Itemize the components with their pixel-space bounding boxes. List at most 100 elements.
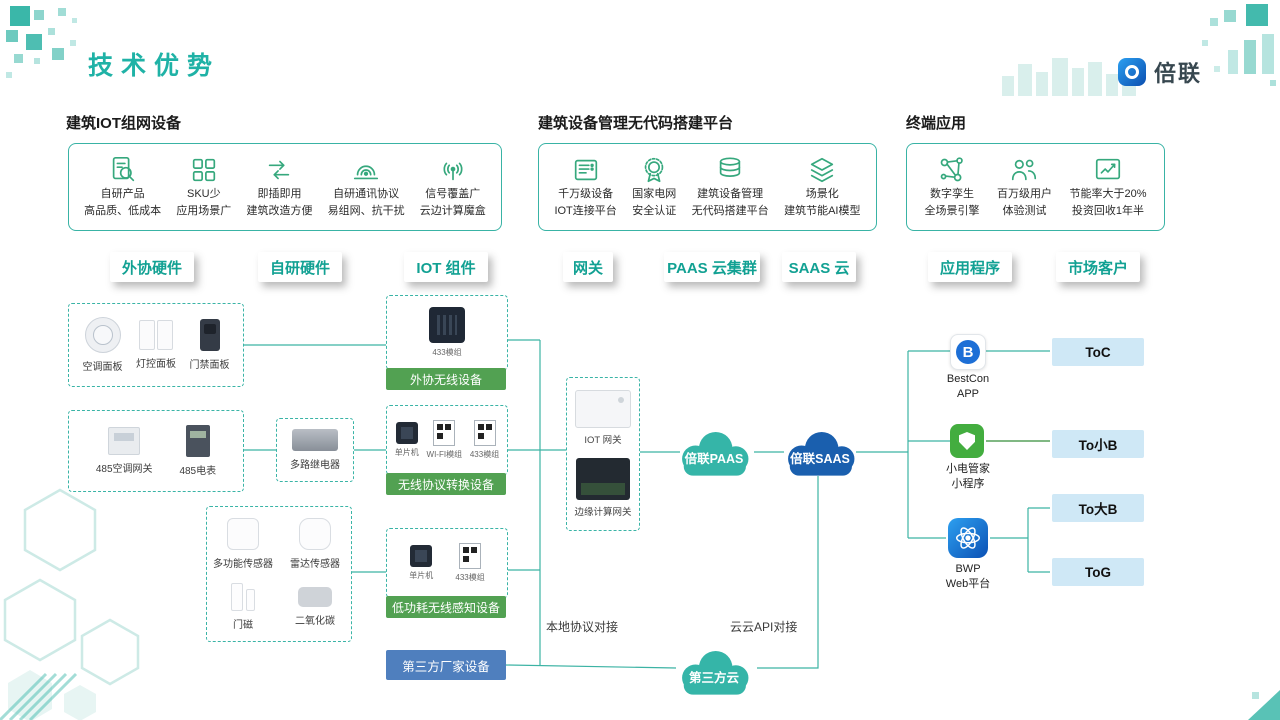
feature-line: 场景化 [805,188,839,201]
chip-label: 单片机 [394,448,419,457]
device-multi-sensor: 多功能传感器 [213,517,273,570]
433-module-image [473,420,496,446]
feature-line: 体验测试 [1002,205,1047,217]
device-label: 灯控面板 [136,359,176,370]
feature-line: 信号覆盖广 [425,188,481,201]
wireless-protocol-converter-bar: 无线协议转换设备 [386,473,506,495]
co2-sensor-image [298,586,332,607]
paas-cloud: 倍联PAAS [672,426,756,480]
tier-label-saas: SAAS 云 [782,252,856,282]
433-module-chip: 433模组 [470,420,499,460]
plug-play-icon [269,160,290,180]
cloud-shape-icon [682,432,749,476]
brand-logo: 倍联 [1118,56,1202,88]
tier-label-paas: PAAS 云集群 [664,252,760,282]
iot-gateway: IOT 网关 [575,390,631,446]
chip-label: 单片机 [409,571,434,580]
433-module-image [429,307,465,343]
shield-icon [959,432,975,450]
hexagon-decoration [0,488,140,720]
corner-city-decoration [1202,4,1276,86]
brand-logo-text: 倍联 [1154,61,1203,86]
feature-line: 应用场景广 [176,205,232,217]
mini-program-icon [950,424,984,458]
tier-label-applications: 应用程序 [928,252,1012,282]
feature-item: 节能率大于20% 投资回收1年半 [1069,155,1146,219]
third-party-cloud: 第三方云 [672,645,756,699]
feature-item: 信号覆盖广 云边计算魔盒 [420,155,486,219]
section-header-iot-devices: 建筑IOT组网设备 [66,115,181,132]
chip-label: 433模组 [469,450,500,459]
tier-label-iot-components: IOT 组件 [404,252,488,282]
mcu-chip: 单片机 [409,545,433,581]
certification-badge-icon [644,158,664,183]
gateway-group: IOT 网关 边缘计算网关 [566,377,640,531]
mini-program-label: 小电管家 小程序 [922,462,1014,493]
device-label: 多路继电器 [290,460,340,471]
feature-item: 百万级用户 体验测试 [997,155,1052,219]
feature-item: 自研通讯协议 易组网、抗干扰 [328,155,405,219]
bwp-web-label: BWP Web平台 [922,562,1014,593]
wireless-protocol-icon [354,165,379,180]
app-label-line: APP [956,388,979,401]
market-toc: ToC [1052,338,1144,366]
section-header-nocode-platform: 建筑设备管理无代码搭建平台 [538,115,734,132]
bwp-web-icon [948,518,988,558]
feature-line: 即插即用 [257,188,302,201]
feature-line: SKU少 [187,188,221,201]
feature-item: 即插即用 建筑改造方便 [246,155,312,219]
485-meter-image [185,425,210,457]
chip-label: 433模组 [432,348,462,357]
tier-label-market-customers: 市场客户 [1056,252,1140,282]
section-header-terminal-apps: 终端应用 [906,115,967,132]
radar-sensor-image [299,517,331,550]
433-module-image [459,543,482,569]
grid-icon [192,159,215,182]
feature-line: 百万级用户 [996,188,1052,201]
device-label: 多功能传感器 [213,558,273,570]
433-module-chip: 433模组 [455,543,485,583]
app-label-line: Web平台 [945,578,991,591]
doc-search-icon [112,157,134,182]
cloud-shape-icon [788,432,855,476]
platform-list-icon [574,160,597,181]
iot-component-433: 433模组 [386,295,508,370]
feature-line: 建筑设备管理 [697,188,764,201]
feature-line: IOT连接平台 [554,205,617,217]
device-label: 门禁面板 [189,360,230,371]
chip-label: 433模组 [455,573,485,582]
feature-item: SKU少 应用场景广 [176,155,231,219]
multi-sensor-image [227,517,259,550]
rs485-devices-group: 485空调网关 485电表 [68,410,244,492]
mcu-chip-image [410,545,433,567]
tier-label-external-hardware: 外协硬件 [110,252,194,282]
device-label: 485电表 [179,466,217,477]
third-party-devices-bar: 第三方厂家设备 [386,650,506,680]
feature-box-platform: 千万级设备 IOT连接平台 国家电网 安全认证 建筑设备管理 无代码搭建平台 场… [538,143,877,231]
feature-box-apps: 数字孪生 全场景引擎 百万级用户 体验测试 节能率大于20% 投资回收1年半 [906,143,1165,231]
feature-line: 安全认证 [632,205,677,217]
bestcon-app-icon: B [950,334,986,370]
market-to-big-b: To大B [1052,494,1144,522]
feature-box-iot-devices: 自研产品 高品质、低成本 SKU少 应用场景广 即插即用 建筑改造方便 自研通讯… [68,143,502,231]
feature-line: 易组网、抗干扰 [327,205,405,217]
feature-line: 建筑改造方便 [246,205,313,217]
tier-label-self-hardware: 自研硬件 [258,252,342,282]
feature-item: 千万级设备 IOT连接平台 [554,155,617,219]
device-co2-sensor: 二氧化碳 [295,586,335,627]
access-panel-image [199,319,220,351]
cloud-label: 倍联PAAS [684,451,744,466]
external-wireless-devices-bar: 外协无线设备 [386,368,506,390]
feature-line: 全场景引擎 [924,205,980,217]
relay-group: 多路继电器 [276,418,354,482]
app-label-line: 小程序 [951,478,985,491]
cloud-label: 倍联SAAS [790,451,850,466]
saas-cloud: 倍联SAAS [778,426,862,480]
chip-label: WI-FI模组 [426,450,463,459]
bestcon-glyph: B [956,340,980,364]
mcu-chip-image [395,422,418,444]
gateway-label: IOT 网关 [584,435,622,446]
feature-line: 云边计算魔盒 [419,205,486,217]
feature-line: 自研产品 [100,188,145,201]
